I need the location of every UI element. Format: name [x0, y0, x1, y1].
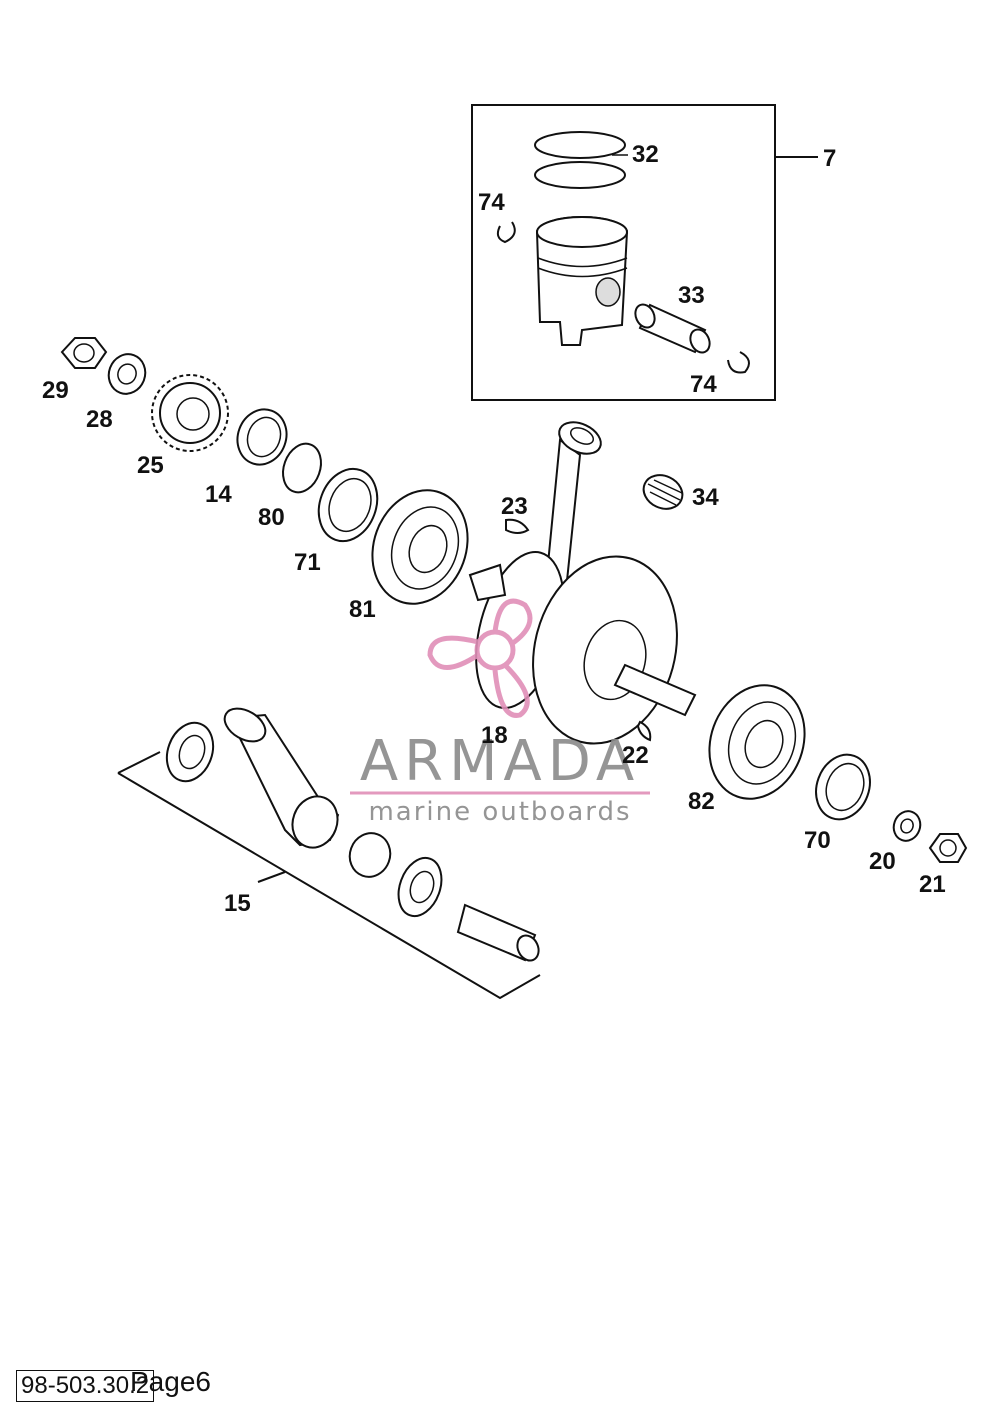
- nut-21: [928, 833, 968, 863]
- callout-29: 29: [42, 377, 69, 404]
- document-reference: 98-503.30.2: [16, 1370, 155, 1402]
- callout-71: 71: [294, 549, 321, 576]
- seal-70: [815, 753, 871, 821]
- armada-watermark: ARMADA marine outboards: [350, 598, 650, 827]
- piston-ring-upper: [534, 131, 626, 159]
- sleeve-14: [236, 408, 288, 466]
- piston: [536, 216, 628, 346]
- gear-25: [151, 374, 229, 452]
- callout-81: 81: [349, 596, 376, 623]
- nut-29: [60, 337, 108, 369]
- seal-71: [317, 467, 379, 543]
- page-number: Page6: [130, 1366, 211, 1397]
- callout-82: 82: [688, 788, 715, 815]
- callout-14: 14: [205, 481, 232, 508]
- o-ring-80: [282, 442, 322, 494]
- watermark-tagline: marine outboards: [368, 797, 631, 827]
- watermark-brand: ARMADA: [360, 729, 640, 794]
- key-23: [505, 518, 530, 534]
- crankshaft-18: [468, 421, 697, 745]
- callout-74-upper: 74: [478, 189, 505, 216]
- thrust-washer-lower: [397, 856, 443, 918]
- washer-20: [892, 810, 922, 842]
- callout-18: 18: [481, 722, 508, 749]
- piston-assembly-group: [471, 104, 818, 401]
- callout-32: 32: [632, 141, 659, 168]
- conrod-kit-15: [117, 707, 541, 1000]
- bearing-81: [371, 489, 469, 605]
- callout-21: 21: [919, 871, 946, 898]
- circlip-lower: [727, 351, 750, 374]
- callout-labels: 7 32 74 33 74 29 28 25 14 80 71 81 23 34…: [42, 141, 946, 917]
- callout-28: 28: [86, 406, 113, 433]
- propeller-logo-icon: [427, 598, 533, 718]
- callout-7: 7: [823, 145, 836, 172]
- washer-28: [107, 353, 147, 395]
- piston-assembly-frame: [471, 104, 776, 401]
- callout-33: 33: [678, 282, 705, 309]
- callout-15: 15: [224, 890, 251, 917]
- callout-23: 23: [501, 493, 528, 520]
- bearing-82: [708, 684, 806, 800]
- callout-80: 80: [258, 504, 285, 531]
- circlip-upper: [496, 221, 516, 244]
- piston-pin: [634, 303, 711, 354]
- needle-cage: [348, 832, 392, 878]
- callout-22: 22: [622, 742, 649, 769]
- key-22: [636, 720, 652, 742]
- piston-ring-lower: [534, 161, 626, 189]
- callout-25: 25: [137, 452, 164, 479]
- callout-70: 70: [804, 827, 831, 854]
- needle-bearing-34: [642, 474, 684, 510]
- callout-20: 20: [869, 848, 896, 875]
- callout-34: 34: [692, 484, 719, 511]
- callout-74-lower: 74: [690, 371, 717, 398]
- thrust-washer-upper: [165, 721, 215, 783]
